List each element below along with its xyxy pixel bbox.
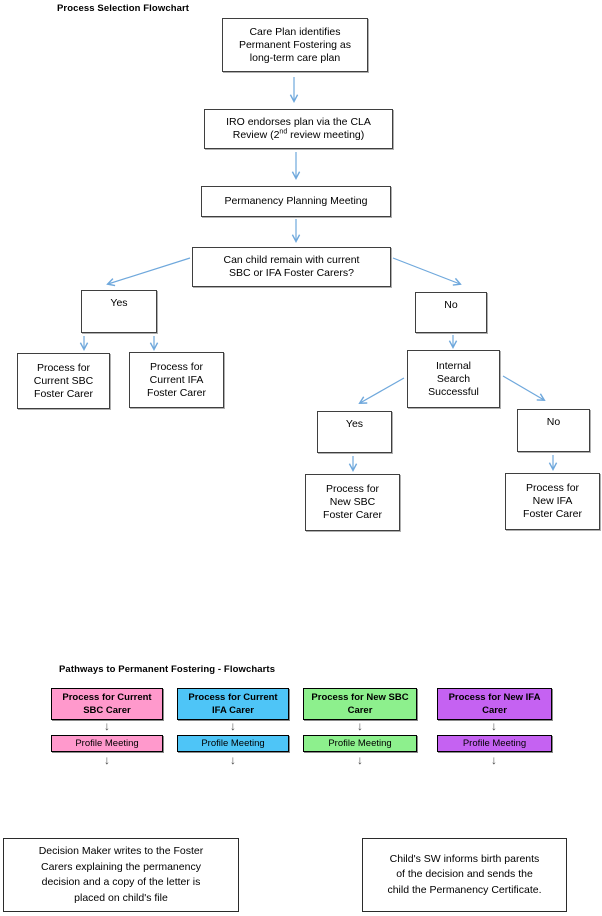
pathway-header-new-sbc: Process for New SBC Carer [303,688,417,720]
iro-line1: IRO endorses plan via the CLA [226,116,371,128]
node-yes-2: Yes [317,411,392,453]
pathway-header-current-sbc: Process for Current SBC Carer [51,688,163,720]
node-iro-endorses: IRO endorses plan via the CLA Review (2n… [204,109,393,149]
note-childs-sw: Child's SW informs birth parents of the … [362,838,567,912]
down-arrow-icon: ↓ [491,753,497,767]
arrow-internal-to-yes [360,377,405,403]
down-arrow-icon: ↓ [357,719,363,733]
node-internal-search: Internal Search Successful [407,350,500,408]
node-no-1: No [415,292,487,333]
pathway-header-new-ifa: Process for New IFA Carer [437,688,552,720]
pathway-step-profile-meeting-ifa: Profile Meeting [177,735,289,752]
down-arrow-icon: ↓ [230,753,236,767]
page-title: Process Selection Flowchart [57,3,190,14]
down-arrow-icon: ↓ [357,753,363,767]
down-arrow-icon: ↓ [230,719,236,733]
node-can-child-remain: Can child remain with current SBC or IFA… [192,247,391,287]
node-process-current-ifa: Process for Current IFA Foster Carer [129,352,224,408]
iro-line2: Review (2nd review meeting) [232,128,365,142]
arrow-internal-to-no [502,375,544,400]
down-arrow-icon: ↓ [491,719,497,733]
node-care-plan: Care Plan identifies Permanent Fostering… [222,18,368,72]
down-arrow-icon: ↓ [104,719,110,733]
node-no-2: No [517,409,590,452]
arrow-question-to-no [392,257,460,284]
node-process-new-sbc: Process for New SBC Foster Carer [305,474,400,531]
node-process-new-ifa: Process for New IFA Foster Carer [505,473,600,530]
ordinal-superscript: nd [279,128,288,136]
node-process-current-sbc: Process for Current SBC Foster Carer [17,353,110,409]
pathway-step-profile-meeting-new-sbc: Profile Meeting [303,735,417,752]
note-decision-maker: Decision Maker writes to the Foster Care… [3,838,239,912]
node-permanency-planning-meeting: Permanency Planning Meeting [201,186,391,217]
pathways-title: Pathways to Permanent Fostering - Flowch… [59,664,276,675]
pathway-step-profile-meeting-sbc: Profile Meeting [51,735,163,752]
arrow-question-to-yes [108,257,191,284]
down-arrow-icon: ↓ [104,753,110,767]
pathway-header-current-ifa: Process for Current IFA Carer [177,688,289,720]
pathway-step-profile-meeting-new-ifa: Profile Meeting [437,735,552,752]
node-yes-1: Yes [81,290,157,333]
